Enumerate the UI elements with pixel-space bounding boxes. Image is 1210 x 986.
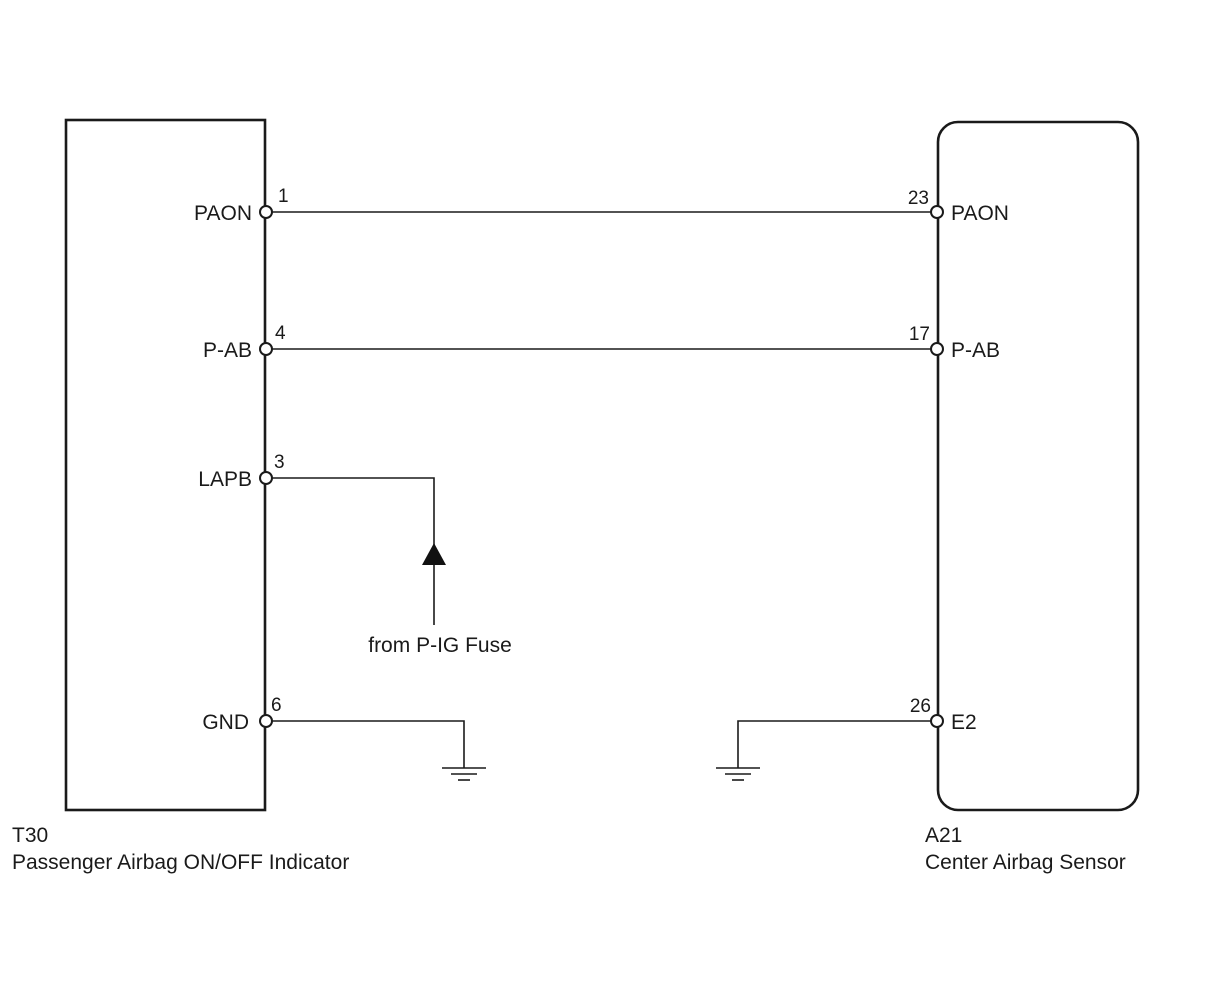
terminal-circle [930, 714, 944, 728]
terminal-circle [259, 714, 273, 728]
pin-number: 6 [271, 695, 282, 716]
pin-number: 4 [275, 323, 286, 344]
ground-icon [442, 767, 486, 781]
ground-icon [716, 767, 760, 781]
a21-component-code: A21 [925, 824, 962, 847]
pin-number: 1 [278, 186, 289, 207]
pin-label: P-AB [203, 339, 252, 362]
terminal-circle [930, 205, 944, 219]
t30-component-box [64, 118, 267, 812]
pin-number: 23 [908, 188, 929, 209]
pin-label: PAON [194, 202, 252, 225]
pin-label: PAON [951, 202, 1009, 225]
pin-label: P-AB [951, 339, 1000, 362]
a21-component-box [936, 120, 1140, 812]
terminal-circle [930, 342, 944, 356]
pin-label: GND [202, 711, 249, 734]
arrow-up-icon [422, 543, 446, 565]
pin-number: 17 [909, 324, 930, 345]
wire-gnd-left [272, 720, 465, 768]
pin-label: LAPB [198, 468, 252, 491]
t30-component-name: Passenger Airbag ON/OFF Indicator [12, 851, 349, 874]
power-source-label: from P-IG Fuse [368, 634, 512, 657]
terminal-circle [259, 342, 273, 356]
terminal-circle [259, 471, 273, 485]
pin-number: 26 [910, 696, 931, 717]
a21-component-name: Center Airbag Sensor [925, 851, 1126, 874]
pin-number: 3 [274, 452, 285, 473]
wire-gnd-right [737, 720, 931, 768]
wire-lapb [272, 477, 435, 565]
t30-component-code: T30 [12, 824, 48, 847]
terminal-circle [259, 205, 273, 219]
pin-label: E2 [951, 711, 977, 734]
